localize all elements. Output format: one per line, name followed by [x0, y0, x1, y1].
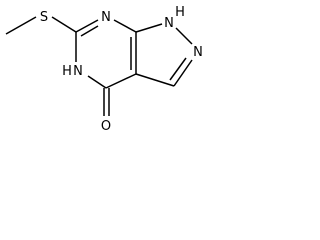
atom-n5: N: [73, 64, 83, 79]
bond-methyl-sulfur: [5, 16, 37, 35]
bond-c3-c3a: [135, 73, 175, 87]
bond-sulfur-c6: [51, 16, 77, 33]
bond-n7-c7a: [113, 19, 137, 33]
atom-sulfur: S: [40, 10, 48, 25]
bond-n1-n2: [175, 27, 193, 45]
bond-c3a-c4: [105, 73, 137, 89]
bond-n2-c3: [173, 59, 193, 87]
atom-n1: N: [164, 16, 174, 31]
bond-c6-n7: [75, 19, 99, 33]
bond-n2-c3-double: [169, 57, 187, 81]
bond-c4-n5: [87, 75, 107, 89]
atom-n7: N: [101, 10, 111, 25]
atom-n2: N: [193, 45, 203, 60]
bond-c7a-n1: [135, 23, 163, 33]
bond-c6-n7-double: [80, 25, 99, 37]
atom-oxygen: O: [101, 119, 111, 134]
chemical-structure: S N H N N H N O: [5, 5, 203, 134]
atom-n5-hydrogen: H: [62, 64, 72, 79]
atom-labels: S N H N N H N O: [40, 5, 203, 134]
atom-n1-hydrogen: H: [175, 5, 185, 20]
bonds: [5, 16, 193, 116]
